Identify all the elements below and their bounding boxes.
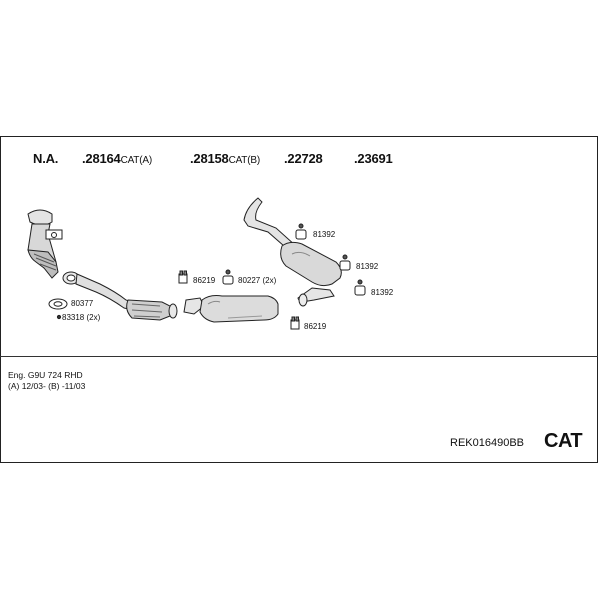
hanger-81392-b-drawing[interactable] [340,255,350,270]
na-label: N.A. [33,151,59,166]
engine-line-1: Eng. G9U 724 RHD [8,370,83,380]
diagram-frame [0,136,598,463]
bolt-83318-drawing[interactable] [57,315,60,318]
part-suffix: CAT(B) [228,155,261,166]
mount-86219-left-drawing[interactable] [179,271,187,283]
label-80377: 80377 [71,299,94,308]
gasket-80377-drawing[interactable] [49,299,67,309]
label-83318: 83318 (2x) [62,313,101,322]
label-81392-b: 81392 [356,262,379,271]
part-28158[interactable]: .28158CAT(B) [190,151,260,166]
cat-label: CAT [544,430,583,452]
part-number: .28158 [190,151,229,166]
front-pipe-drawing[interactable] [63,272,142,312]
part-number: .23691 [354,151,393,166]
mount-86219-right-drawing[interactable] [291,317,299,329]
hanger-81392-c-drawing[interactable] [355,280,365,295]
label-86219-left: 86219 [193,276,216,285]
label-80227: 80227 (2x) [238,276,277,285]
catalyst-b-drawing[interactable] [127,300,177,320]
part-number: .28164 [82,151,121,166]
part-23691[interactable]: .23691 [354,151,393,166]
hanger-81392-a-drawing[interactable] [296,224,306,239]
engine-line-2: (A) 12/03- (B) -11/03 [8,381,86,391]
section-divider [0,356,598,357]
part-number: .22728 [284,151,323,166]
label-81392-a: 81392 [313,230,336,239]
part-suffix: CAT(A) [120,155,153,166]
label-86219-right: 86219 [304,322,327,331]
part-22728[interactable]: .22728 [284,151,323,166]
catalyst-a-drawing[interactable] [28,210,62,278]
rear-silencer-drawing[interactable] [281,242,342,306]
clamp-80227-drawing[interactable] [223,270,233,284]
kit-code: REK016490BB [450,437,524,449]
label-81392-c: 81392 [371,288,394,297]
center-silencer-drawing[interactable] [184,296,278,323]
part-28164[interactable]: .28164CAT(A) [82,151,152,166]
